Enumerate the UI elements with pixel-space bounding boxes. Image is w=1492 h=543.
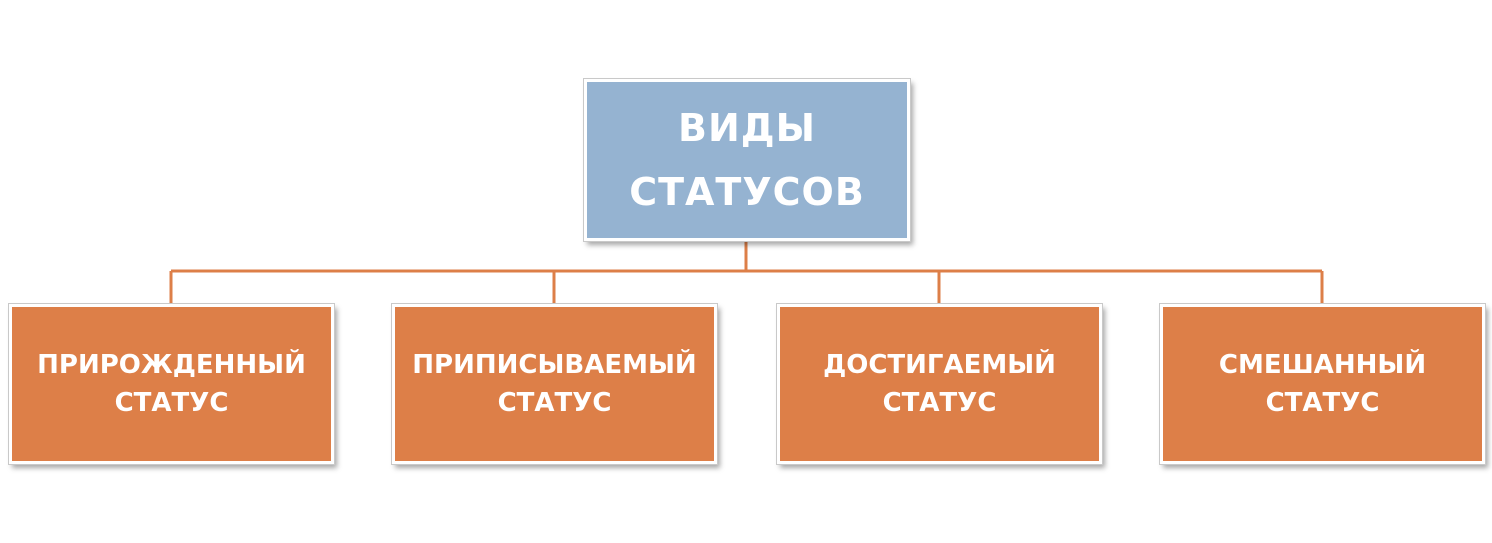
child-node-3-line-1: ДОСТИГАЕМЫЙ <box>823 350 1056 380</box>
root-node-line-2: СТАТУСОВ <box>629 170 865 214</box>
root-node-line-1: ВИДЫ <box>678 106 816 150</box>
child-node-2-line-1: ПРИПИСЫВАЕМЫЙ <box>412 350 697 380</box>
child-node-3-line-2: СТАТУС <box>882 388 997 418</box>
child-node-ascribed-by-birth: ПРИРОЖДЕННЫЙ СТАТУС <box>8 303 335 465</box>
child-node-achieved: ДОСТИГАЕМЫЙ СТАТУС <box>776 303 1103 465</box>
child-node-4-line-2: СТАТУС <box>1265 388 1380 418</box>
child-node-ascribed: ПРИПИСЫВАЕМЫЙ СТАТУС <box>391 303 718 465</box>
child-node-2-line-2: СТАТУС <box>497 388 612 418</box>
child-node-mixed: СМЕШАННЫЙ СТАТУС <box>1159 303 1486 465</box>
child-node-1-line-1: ПРИРОЖДЕННЫЙ <box>37 350 306 380</box>
root-node-status-types: ВИДЫ СТАТУСОВ <box>583 78 911 242</box>
child-node-1-line-2: СТАТУС <box>114 388 229 418</box>
child-node-4-line-1: СМЕШАННЫЙ <box>1218 350 1427 380</box>
